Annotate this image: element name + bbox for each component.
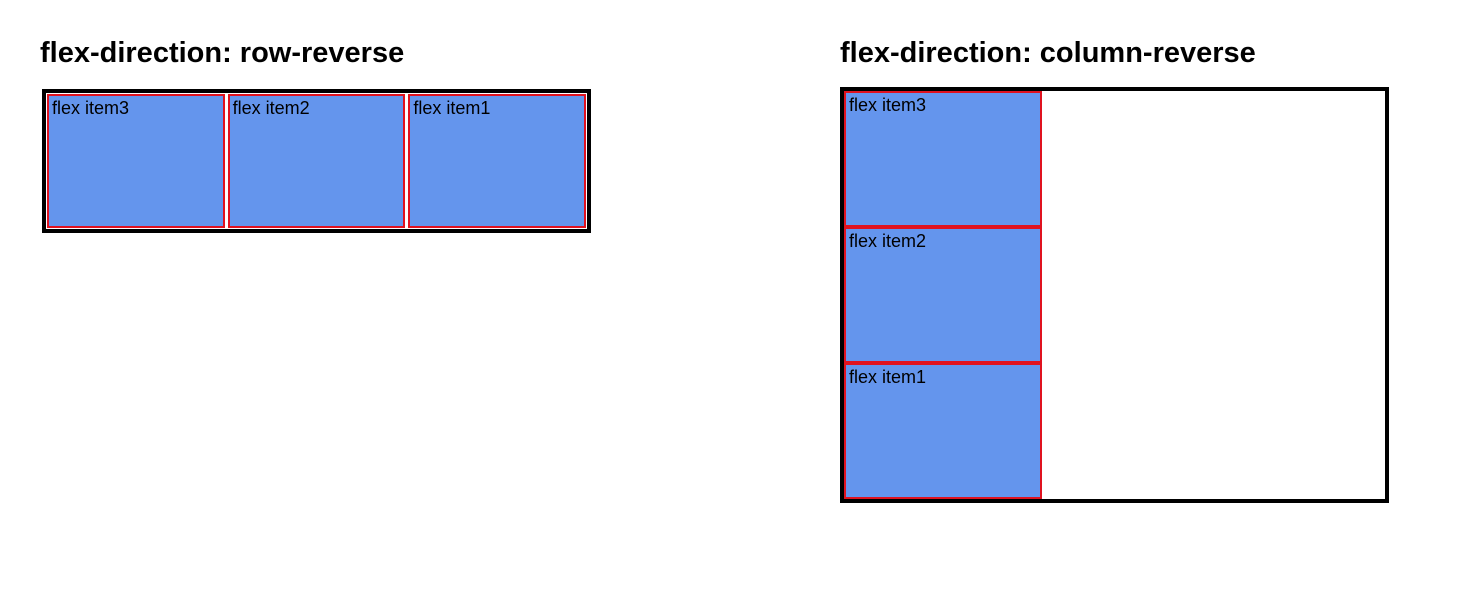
column-flex-item-1: flex item1 xyxy=(844,362,1042,499)
column-reverse-heading: flex-direction: column-reverse xyxy=(840,37,1256,69)
row-reverse-heading: flex-direction: row-reverse xyxy=(40,37,405,69)
row-flex-item-1: flex item1 xyxy=(408,93,586,228)
demo-row-reverse: flex-direction: row-reverse flex item1 f… xyxy=(40,36,591,233)
row-flex-item-2: flex item2 xyxy=(227,93,406,228)
row-reverse-flex-container: flex item1 flex item2 flex item3 xyxy=(42,88,591,233)
row-flex-item-3: flex item3 xyxy=(46,93,225,228)
column-reverse-flex-container: flex item1 flex item2 flex item3 xyxy=(840,86,1389,503)
demo-column-reverse: flex-direction: column-reverse flex item… xyxy=(840,36,1389,503)
column-flex-item-3: flex item3 xyxy=(844,90,1042,227)
column-flex-item-2: flex item2 xyxy=(844,226,1042,363)
